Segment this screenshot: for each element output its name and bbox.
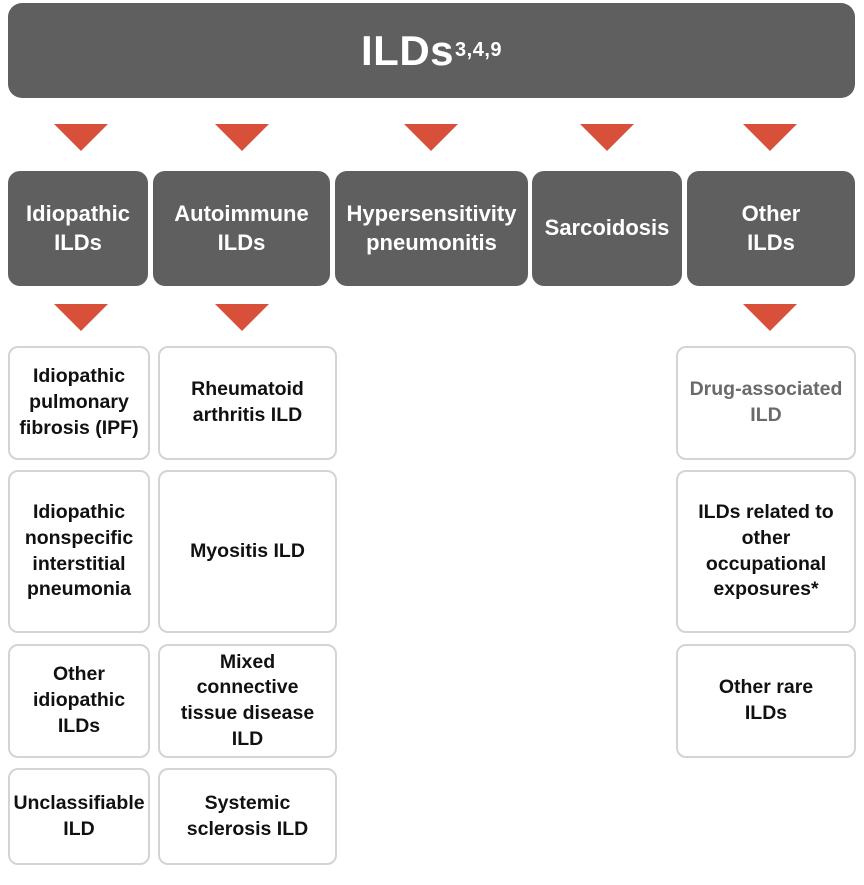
category-label: Hypersensitivity pneumonitis <box>346 201 517 255</box>
root-references: 3,4,9 <box>455 39 502 61</box>
leaf-label: Other rare ILDs <box>718 676 814 724</box>
root-label: ILDs <box>361 26 455 74</box>
leaf-autoimmune-ssc: Systemic sclerosis ILD <box>158 768 337 865</box>
leaf-label: Systemic sclerosis ILD <box>186 791 309 840</box>
leaf-label: Myositis ILD <box>190 539 305 562</box>
leaf-label: Rheumatoid arthritis ILD <box>191 378 304 426</box>
arrow-down-icon <box>743 124 797 151</box>
leaf-idiopathic-unclassifiable: Unclassifiable ILD <box>8 768 150 865</box>
leaf-label: Unclassifiable ILD <box>13 791 145 840</box>
leaf-label: Other idiopathic ILDs <box>32 663 126 737</box>
leaf-idiopathic-ipf: Idiopathic pulmonary fibrosis (IPF) <box>8 346 150 460</box>
leaf-idiopathic-other: Other idiopathic ILDs <box>8 644 150 758</box>
leaf-label: Mixed connective tissue disease ILD <box>180 650 315 750</box>
category-label: Other ILDs <box>741 201 801 255</box>
category-label: Idiopathic ILDs <box>26 201 130 255</box>
leaf-other-occupational: ILDs related to other occupational expos… <box>676 470 856 633</box>
category-hypersensitivity: Hypersensitivity pneumonitis <box>335 171 528 286</box>
leaf-label: Idiopathic pulmonary fibrosis (IPF) <box>19 365 139 439</box>
arrow-down-icon <box>743 304 797 331</box>
leaf-autoimmune-myositis: Myositis ILD <box>158 470 337 633</box>
category-other: Other ILDs <box>687 171 855 286</box>
leaf-autoimmune-mctd: Mixed connective tissue disease ILD <box>158 644 337 758</box>
category-autoimmune: Autoimmune ILDs <box>153 171 330 286</box>
category-sarcoidosis: Sarcoidosis <box>532 171 682 286</box>
category-label: Autoimmune ILDs <box>174 201 309 255</box>
leaf-label: Drug-associated ILD <box>689 378 843 426</box>
leaf-other-rare: Other rare ILDs <box>676 644 856 758</box>
leaf-label: ILDs related to other occupational expos… <box>698 501 834 601</box>
arrow-down-icon <box>54 304 108 331</box>
leaf-label: Idiopathic nonspecific interstitial pneu… <box>24 501 134 601</box>
category-idiopathic: Idiopathic ILDs <box>8 171 148 286</box>
arrow-down-icon <box>404 124 458 151</box>
arrow-down-icon <box>215 304 269 331</box>
leaf-autoimmune-ra: Rheumatoid arthritis ILD <box>158 346 337 460</box>
leaf-idiopathic-nsip: Idiopathic nonspecific interstitial pneu… <box>8 470 150 633</box>
arrow-down-icon <box>215 124 269 151</box>
category-label: Sarcoidosis <box>544 215 670 241</box>
arrow-down-icon <box>580 124 634 151</box>
leaf-other-drug: Drug-associated ILD <box>676 346 856 460</box>
arrow-down-icon <box>54 124 108 151</box>
